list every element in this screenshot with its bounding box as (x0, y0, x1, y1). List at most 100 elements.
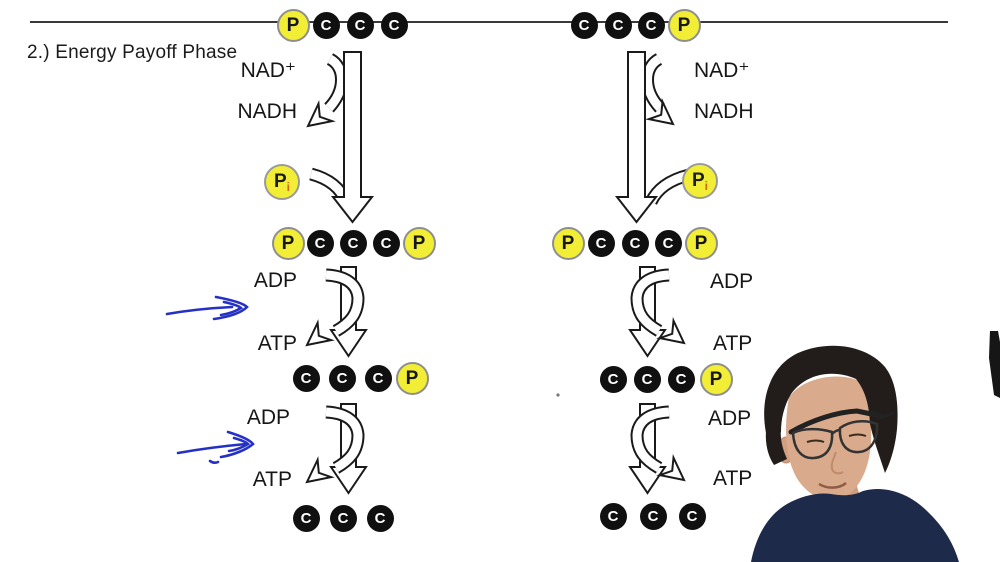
carbon-circle: C (599, 502, 627, 530)
phosphate-circle: P (684, 226, 718, 260)
main-arrow-left (330, 51, 375, 224)
carbon-circle: C (329, 504, 357, 532)
atp-arrow-right-1 (628, 266, 667, 358)
presenter-shirt (751, 489, 959, 562)
carbon-circle: C (364, 364, 392, 392)
adp-arrowhead-right-1 (656, 316, 686, 345)
adp-arrowhead-right-2 (656, 453, 686, 482)
glasses-bridge (831, 428, 841, 435)
adp-right-2: ADP (708, 407, 752, 430)
glasses-left-lens (791, 427, 834, 460)
carbon-circle: C (621, 229, 649, 257)
nadh-branch-right (641, 53, 665, 113)
nad-plus-left: NAD⁺ (240, 59, 296, 82)
atp-left-2: ATP (252, 468, 292, 491)
reaction2-left (305, 266, 368, 358)
presenter-face (786, 376, 872, 501)
carbon-circle: C (604, 11, 632, 39)
carbon-circle: C (312, 11, 340, 39)
reaction3-right (628, 403, 686, 495)
reaction1-right (614, 51, 691, 224)
annotation-arrow-2 (176, 430, 255, 464)
webcam-video (751, 331, 1000, 562)
nadh-branch-left (324, 53, 348, 113)
adp-right-1: ADP (710, 270, 754, 293)
adp-branch-left-1-inner (325, 270, 363, 335)
adp-branch-right-2 (630, 405, 670, 474)
carbon-circle: C (637, 11, 665, 39)
carbon-circle: C (339, 229, 367, 257)
page-title: 2.) Energy Payoff Phase (27, 42, 238, 63)
background-object (989, 331, 1000, 398)
adp-branch-left-2-inner (325, 407, 363, 472)
atp-right-1: ATP (713, 332, 753, 355)
pi-branch-left-inner (309, 169, 351, 204)
reaction2-right (628, 266, 686, 358)
nadh-arrowhead-right (645, 97, 675, 126)
adp-branch-left-2 (325, 405, 365, 474)
presenter-mouth (818, 481, 847, 489)
atp-arrow-left-1 (329, 266, 368, 358)
nadh-branch-right-inner (643, 55, 664, 112)
adp-branch-left-1 (325, 268, 365, 337)
atp-right-2: ATP (713, 467, 753, 490)
carbon-circle: C (633, 365, 661, 393)
pi-subscript: i (286, 180, 291, 194)
adp-branch-right-2-inner (632, 407, 670, 472)
carbon-circle: C (654, 229, 682, 257)
presenter-right-eye (848, 433, 867, 437)
presenter (751, 331, 1000, 562)
phosphate-circle: P (551, 226, 585, 260)
phosphate-circle: P (395, 361, 429, 395)
presenter-left-eye (806, 439, 825, 443)
phosphate-circle: P (276, 8, 310, 42)
adp-branch-right-1-inner (632, 270, 670, 335)
phosphate-circle: P (699, 362, 733, 396)
carbon-circle: C (570, 11, 598, 39)
glasses-top-bar (788, 408, 884, 435)
presenter-hair (764, 345, 898, 473)
adp-arrowhead-left-1 (305, 319, 335, 347)
annotation-arrow-1 (165, 295, 249, 321)
carbon-circle: C (678, 502, 706, 530)
atp-arrow-left-2 (329, 403, 368, 495)
presenter-sideburn (765, 429, 787, 465)
carbon-circle: C (372, 229, 400, 257)
main-arrow-right (614, 51, 659, 224)
carbon-circle: C (380, 11, 408, 39)
glasses-right-lens (838, 419, 879, 454)
nadh-left: NADH (237, 100, 297, 123)
stray-mark (556, 393, 560, 397)
carbon-circle: C (667, 365, 695, 393)
carbon-circle: C (639, 502, 667, 530)
carbon-circle: C (346, 11, 374, 39)
phosphate-circle: P (271, 226, 305, 260)
adp-left-1: ADP (253, 269, 297, 292)
carbon-circle: C (599, 365, 627, 393)
reaction3-left (305, 403, 368, 495)
carbon-circle: C (292, 504, 320, 532)
nadh-arrowhead-left (306, 99, 336, 128)
atp-left-1: ATP (257, 332, 297, 355)
presenter-nose (830, 451, 844, 475)
carbon-circle: C (587, 229, 615, 257)
glasses-temple (876, 411, 895, 421)
adp-branch-right-1 (630, 268, 670, 337)
carbon-circle: C (328, 364, 356, 392)
adp-arrowhead-left-2 (305, 456, 335, 484)
pi-branch-left (309, 167, 353, 205)
phosphate-circle: P (667, 8, 701, 42)
nadh-right: NADH (694, 100, 754, 123)
nadh-branch-left-inner (325, 55, 346, 112)
carbon-circle: C (292, 364, 320, 392)
pi-symbol: P (691, 170, 705, 191)
reaction1-left (306, 51, 375, 224)
carbon-circle: C (306, 229, 334, 257)
pi-subscript: i (704, 179, 709, 193)
nad-plus-right: NAD⁺ (694, 59, 750, 82)
atp-arrow-right-2 (628, 403, 667, 495)
carbon-circle: C (366, 504, 394, 532)
